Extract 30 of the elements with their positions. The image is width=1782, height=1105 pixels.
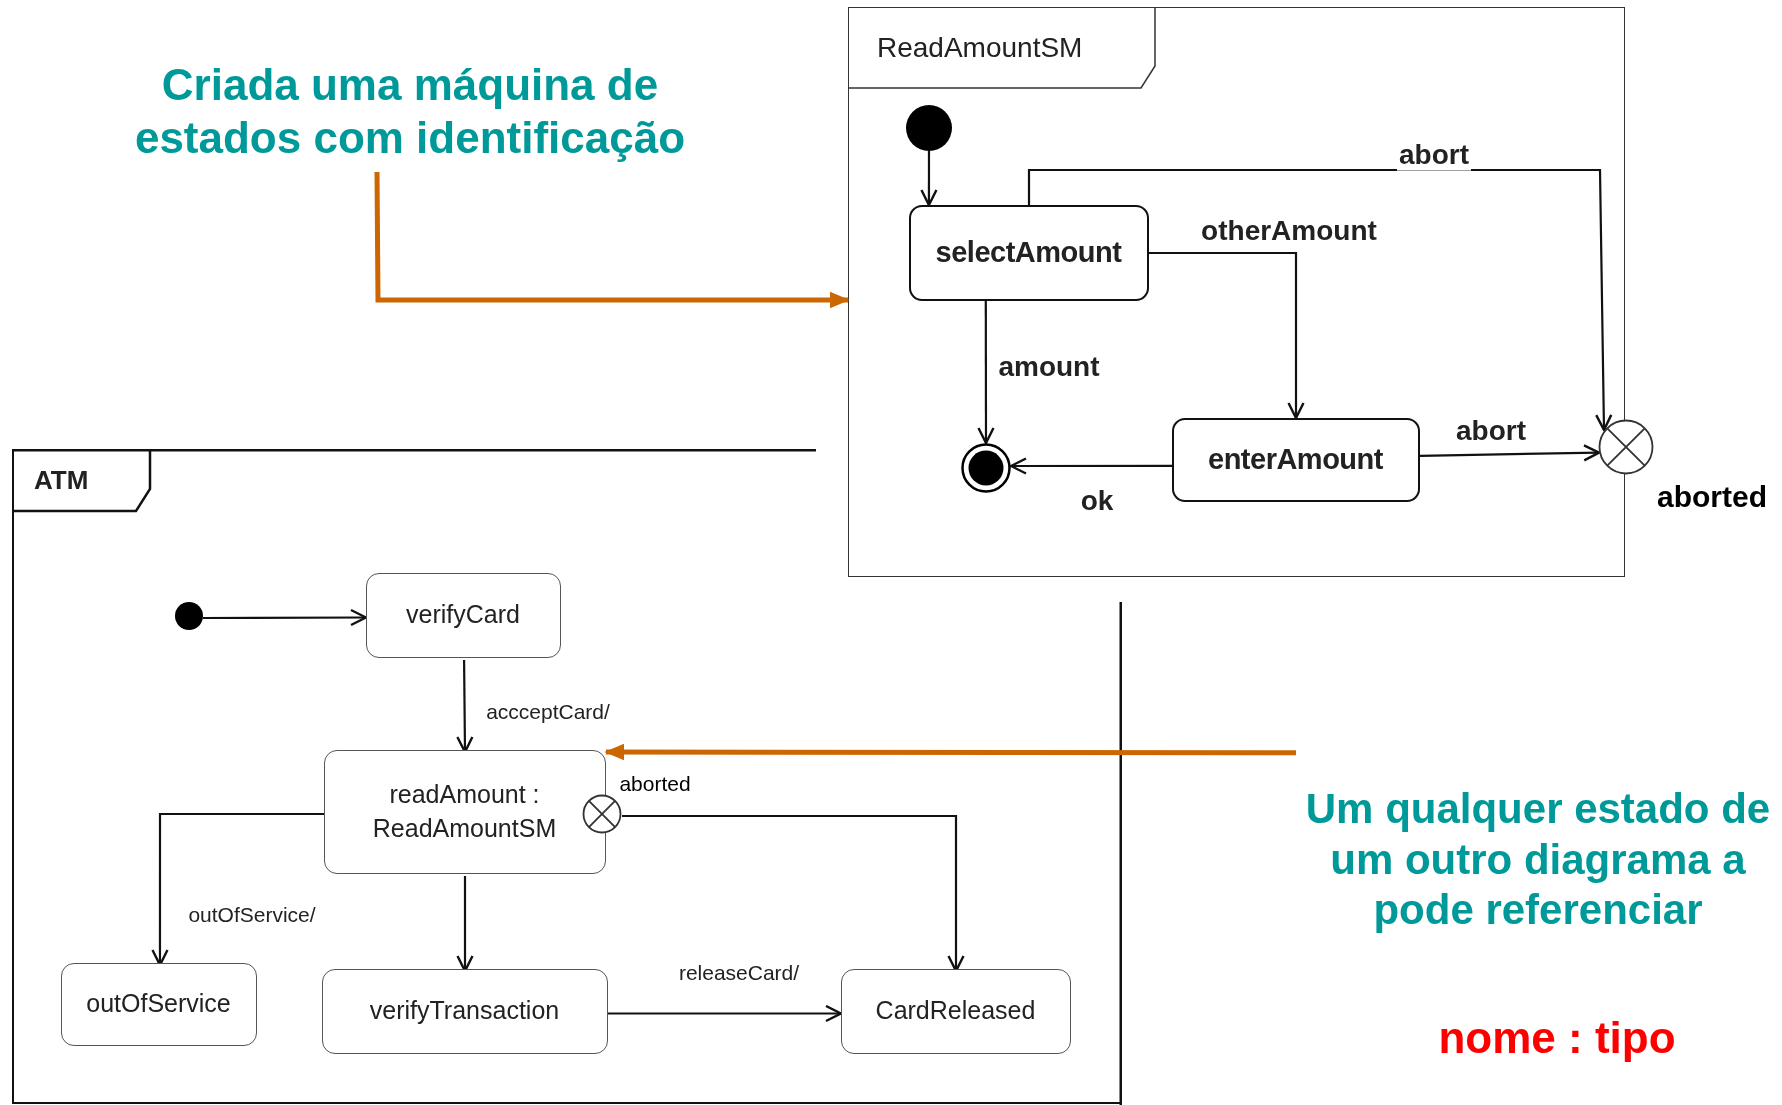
transition-arrow	[1027, 168, 1613, 432]
state-box: readAmount : ReadAmountSM	[323, 749, 606, 874]
exit-point-label: aborted	[618, 772, 692, 796]
exit-point-label: aborted	[1656, 479, 1768, 513]
transition-arrow	[374, 172, 850, 309]
state-box: CardReleased	[840, 968, 1071, 1054]
transition-arrow	[977, 301, 995, 445]
state-box: selectAmount	[908, 204, 1149, 301]
transition-arrow	[1009, 457, 1172, 475]
initial-state	[905, 104, 952, 151]
type-notation: nome : tipo	[1437, 1013, 1677, 1063]
state-box: verifyTransaction	[321, 968, 608, 1054]
exit-point	[1598, 419, 1654, 475]
initial-state	[174, 601, 203, 630]
frame-title: ReadAmountSM	[876, 31, 1083, 65]
transition-arrow	[604, 743, 1296, 761]
transition-arrow	[203, 608, 368, 627]
state-box: verifyCard	[365, 572, 561, 658]
state-box: outOfService	[60, 962, 257, 1046]
frame-title: ATM	[33, 463, 89, 497]
annotation-text: Um qualquer estado de um outro diagrama a pode referenciar	[1296, 742, 1780, 978]
transition-arrow	[920, 151, 938, 207]
transition-arrow	[1420, 444, 1601, 462]
state-box: enterAmount	[1171, 417, 1420, 502]
state-machine-frame	[848, 7, 1625, 577]
transition-arrow	[608, 1004, 843, 1023]
exit-point	[581, 793, 622, 834]
annotation-text: Criada uma máquina de estados com identificação	[80, 52, 740, 172]
final-state	[960, 442, 1011, 493]
transition-arrow	[1149, 251, 1305, 420]
